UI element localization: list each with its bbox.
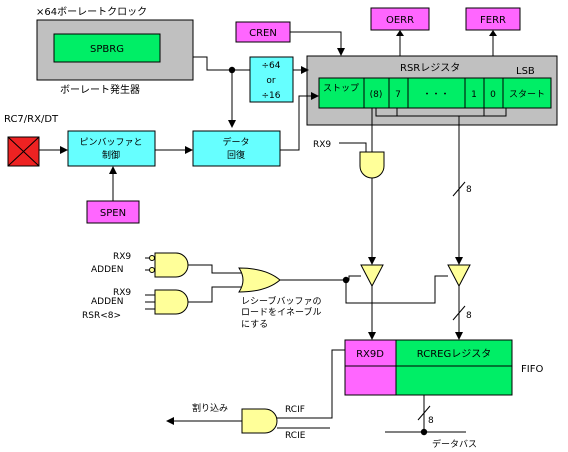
ferr-label: FERR bbox=[480, 15, 506, 26]
spbrg-label: SPBRG bbox=[90, 44, 124, 55]
and1-adden-label: ADDEN bbox=[91, 265, 123, 275]
and2-rx9-label: RX9 bbox=[113, 288, 131, 298]
data-recovery-line-2: 回復 bbox=[227, 149, 245, 161]
rsr-cell-dots-label: ・・・ bbox=[422, 90, 449, 100]
divider-box bbox=[249, 56, 294, 103]
rx9d-label: RX9D bbox=[356, 349, 384, 360]
divider-line-2: or bbox=[266, 76, 276, 86]
pin-buffer-box bbox=[67, 130, 156, 167]
pin-buffer-line-2: 制御 bbox=[102, 149, 120, 161]
spbrg-box bbox=[53, 33, 161, 63]
fifo-label: FIFO bbox=[521, 364, 543, 375]
and1-invert-bubble-1 bbox=[149, 255, 155, 261]
baud-generator-label: ボーレート発生器 bbox=[60, 83, 140, 96]
divider-line-3: ÷16 bbox=[262, 91, 281, 101]
oerr-label: OERR bbox=[386, 15, 414, 26]
rcie-label: RCIE bbox=[285, 431, 306, 441]
bus-width-label-rsr: 8 bbox=[466, 185, 472, 195]
rsr-title: RSRレジスタ bbox=[400, 62, 460, 74]
rsr-cell-1-label: 1 bbox=[471, 90, 477, 100]
or-gate bbox=[238, 267, 281, 293]
rcreg-label: RCREGレジスタ bbox=[417, 348, 491, 360]
rx9-top-label: RX9 bbox=[313, 140, 331, 150]
cren-label: CREN bbox=[249, 28, 277, 39]
rx9-and-gate bbox=[359, 151, 385, 179]
buffer-rx9-triangle bbox=[360, 264, 384, 288]
data-recovery-box bbox=[192, 130, 281, 167]
and1-invert-bubble-2 bbox=[149, 267, 155, 273]
rsr-cell-8-label: (8) bbox=[370, 90, 383, 100]
and1-rx9-label: RX9 bbox=[113, 252, 131, 262]
rcif-label: RCIF bbox=[285, 405, 305, 415]
load-enable-line-1: レシーブバッファの bbox=[241, 295, 321, 307]
lsb-label: LSB bbox=[516, 66, 535, 77]
interrupt-and-gate bbox=[241, 408, 278, 434]
divider-line-1: ÷64 bbox=[262, 61, 281, 71]
pin-buffer-line-1: ピンバッファと bbox=[79, 137, 142, 148]
rcreg-header bbox=[395, 339, 513, 367]
data-bus-label: データバス bbox=[432, 438, 477, 450]
rsr-cell-stop-label: ストップ bbox=[323, 83, 359, 94]
baud-clock-label: ×64ボーレートクロック bbox=[36, 6, 147, 18]
interrupt-label: 割り込み bbox=[192, 402, 228, 414]
rsr-cell-start-label: スタート bbox=[509, 89, 545, 100]
pin-label: RC7/RX/DT bbox=[4, 114, 59, 125]
rsr-cell-7-label: 7 bbox=[395, 90, 401, 100]
and2-adden-label: ADDEN bbox=[91, 297, 123, 307]
and2-gate bbox=[154, 289, 189, 315]
wires bbox=[39, 30, 507, 436]
rsr-cell-start bbox=[502, 77, 552, 109]
spen-label: SPEN bbox=[100, 208, 126, 219]
rsr-cell-dots bbox=[407, 77, 466, 109]
rx9d-header bbox=[344, 339, 397, 367]
load-enable-line-2: ロードをイネーブル bbox=[241, 306, 321, 318]
data-recovery-line-1: データ bbox=[222, 136, 249, 148]
and1-gate bbox=[154, 252, 189, 278]
pin-cross-mark bbox=[7, 136, 40, 167]
bus-width-label-buffer: 8 bbox=[466, 311, 472, 321]
rsr-cell-0-label: 0 bbox=[490, 90, 496, 100]
and2-rsr8-label: RSR<8> bbox=[82, 311, 121, 321]
buffer-data-triangle bbox=[447, 264, 471, 288]
rsr-cell-stop bbox=[318, 77, 365, 109]
load-enable-line-3: にする bbox=[241, 319, 268, 330]
bus-width-label-databus: 8 bbox=[428, 416, 434, 426]
